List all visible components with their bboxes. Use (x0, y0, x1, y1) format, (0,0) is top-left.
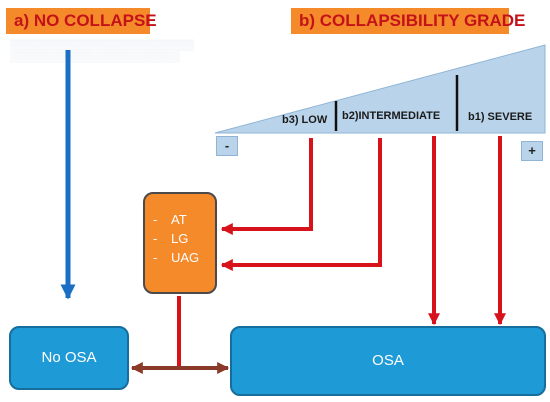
no-osa-outcome-box: No OSA (9, 326, 129, 390)
factor-bullet: - (153, 250, 158, 265)
factor-bullet: - (153, 231, 158, 246)
factor-item-at: -AT (153, 210, 215, 229)
factor-item-lg: -LG (153, 229, 215, 248)
scale-minus-label: - (216, 136, 238, 156)
factor-label: UAG (171, 250, 200, 265)
scale-plus-label: + (521, 141, 543, 161)
intermediate-to-factors-arrow (220, 138, 382, 271)
grade-intermediate-label: b2)INTERMEDIATE (342, 110, 441, 122)
contributing-factors-box: -AT -LG -UAG (143, 192, 217, 294)
grade-low-label: b3) LOW (282, 114, 328, 126)
collapsibility-grade-title: b) COLLAPSIBILITY GRADE (291, 8, 525, 34)
grade-severe-label: b1) SEVERE (468, 111, 533, 123)
factor-label: AT (171, 212, 187, 227)
factor-item-uag: -UAG (153, 248, 215, 267)
no-collapse-title: a) NO COLLAPSE (6, 8, 157, 34)
collapsibility-wedge (214, 44, 546, 134)
factor-label: LG (171, 231, 189, 246)
faded-subtitle-line-2: ▒▒▒▒▒▒▒▒▒▒▒▒▒▒▒▒▒▒▒▒▒▒▒▒ (10, 51, 181, 63)
low-to-factors-arrow (220, 138, 313, 235)
faded-subtitle-line-1: ▒▒▒▒▒▒▒▒▒▒▒▒▒▒▒▒▒▒▒▒▒▒▒▒▒▒ (10, 39, 195, 51)
osa-outcome-box: OSA (230, 326, 546, 396)
factor-bullet: - (153, 212, 158, 227)
